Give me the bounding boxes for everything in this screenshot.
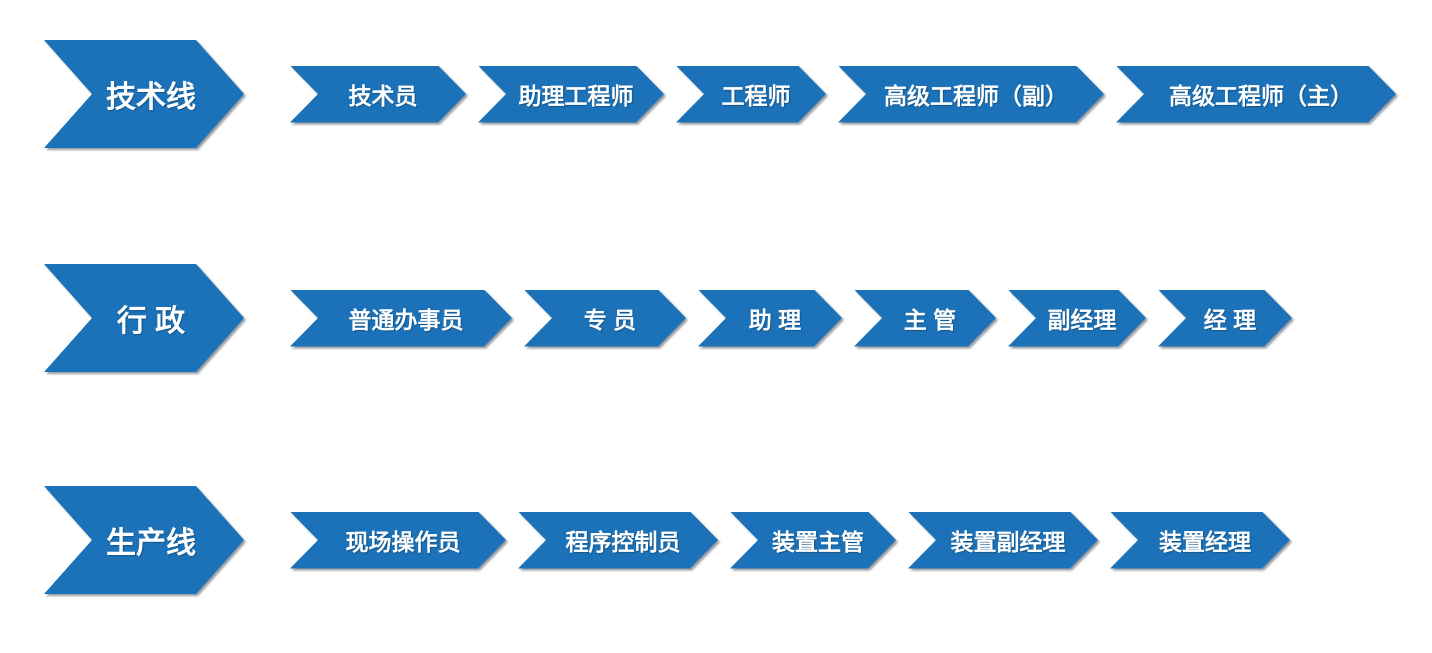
career-step-chevron: 工程师 xyxy=(676,66,826,123)
career-step-chevron: 专 员 xyxy=(524,290,686,347)
career-step-chevron: 装置副经理 xyxy=(908,512,1098,569)
career-ladder-diagram: 技术线技术员助理工程师工程师高级工程师（副）高级工程师（主） 行 政普通办事员专 … xyxy=(0,40,1432,653)
career-step-chevron-wrap: 高级工程师（主） xyxy=(1116,66,1396,123)
career-step-chevron: 现场操作员 xyxy=(290,512,506,569)
career-step-chevron-wrap: 现场操作员 xyxy=(290,512,506,569)
career-step-chevron-wrap: 助 理 xyxy=(698,290,842,347)
career-step-chevron-wrap: 专 员 xyxy=(524,290,686,347)
career-track-row-technical: 技术线技术员助理工程师工程师高级工程师（副）高级工程师（主） xyxy=(44,40,1432,148)
career-step-chevron: 主 管 xyxy=(854,290,996,347)
career-step-chevron: 普通办事员 xyxy=(290,290,512,347)
career-step-chevron: 助 理 xyxy=(698,290,842,347)
track-category-chevron-production: 生产线 xyxy=(44,486,244,594)
career-track-row-administrative: 行 政普通办事员专 员助 理主 管副经理经 理 xyxy=(44,264,1432,372)
career-step-chevron-wrap: 高级工程师（副） xyxy=(838,66,1104,123)
career-step-chevron: 装置主管 xyxy=(730,512,896,569)
track-category-chevron-administrative: 行 政 xyxy=(44,264,244,372)
career-step-chevron-wrap: 装置副经理 xyxy=(908,512,1098,569)
track-category-chevron-wrap: 行 政 xyxy=(44,264,244,372)
track-category-chevron-technical: 技术线 xyxy=(44,40,244,148)
career-step-chevron: 高级工程师（副） xyxy=(838,66,1104,123)
career-step-chevron: 助理工程师 xyxy=(478,66,664,123)
track-category-chevron-wrap: 生产线 xyxy=(44,486,244,594)
career-step-chevron-wrap: 主 管 xyxy=(854,290,996,347)
track-category-chevron-wrap: 技术线 xyxy=(44,40,244,148)
career-step-chevron: 装置经理 xyxy=(1110,512,1290,569)
career-step-chevron: 副经理 xyxy=(1008,290,1146,347)
career-step-chevron-wrap: 技术员 xyxy=(290,66,466,123)
career-step-chevron-wrap: 经 理 xyxy=(1158,290,1292,347)
career-step-chevron: 程序控制员 xyxy=(518,512,718,569)
career-step-chevron-wrap: 装置主管 xyxy=(730,512,896,569)
career-step-chevron-wrap: 助理工程师 xyxy=(478,66,664,123)
career-step-chevron-wrap: 副经理 xyxy=(1008,290,1146,347)
career-step-chevron-wrap: 工程师 xyxy=(676,66,826,123)
career-step-chevron-wrap: 装置经理 xyxy=(1110,512,1290,569)
career-step-chevron: 技术员 xyxy=(290,66,466,123)
career-step-chevron: 经 理 xyxy=(1158,290,1292,347)
career-step-chevron-wrap: 程序控制员 xyxy=(518,512,718,569)
career-step-chevron: 高级工程师（主） xyxy=(1116,66,1396,123)
career-step-chevron-wrap: 普通办事员 xyxy=(290,290,512,347)
career-track-row-production: 生产线现场操作员程序控制员装置主管装置副经理装置经理 xyxy=(44,486,1432,594)
